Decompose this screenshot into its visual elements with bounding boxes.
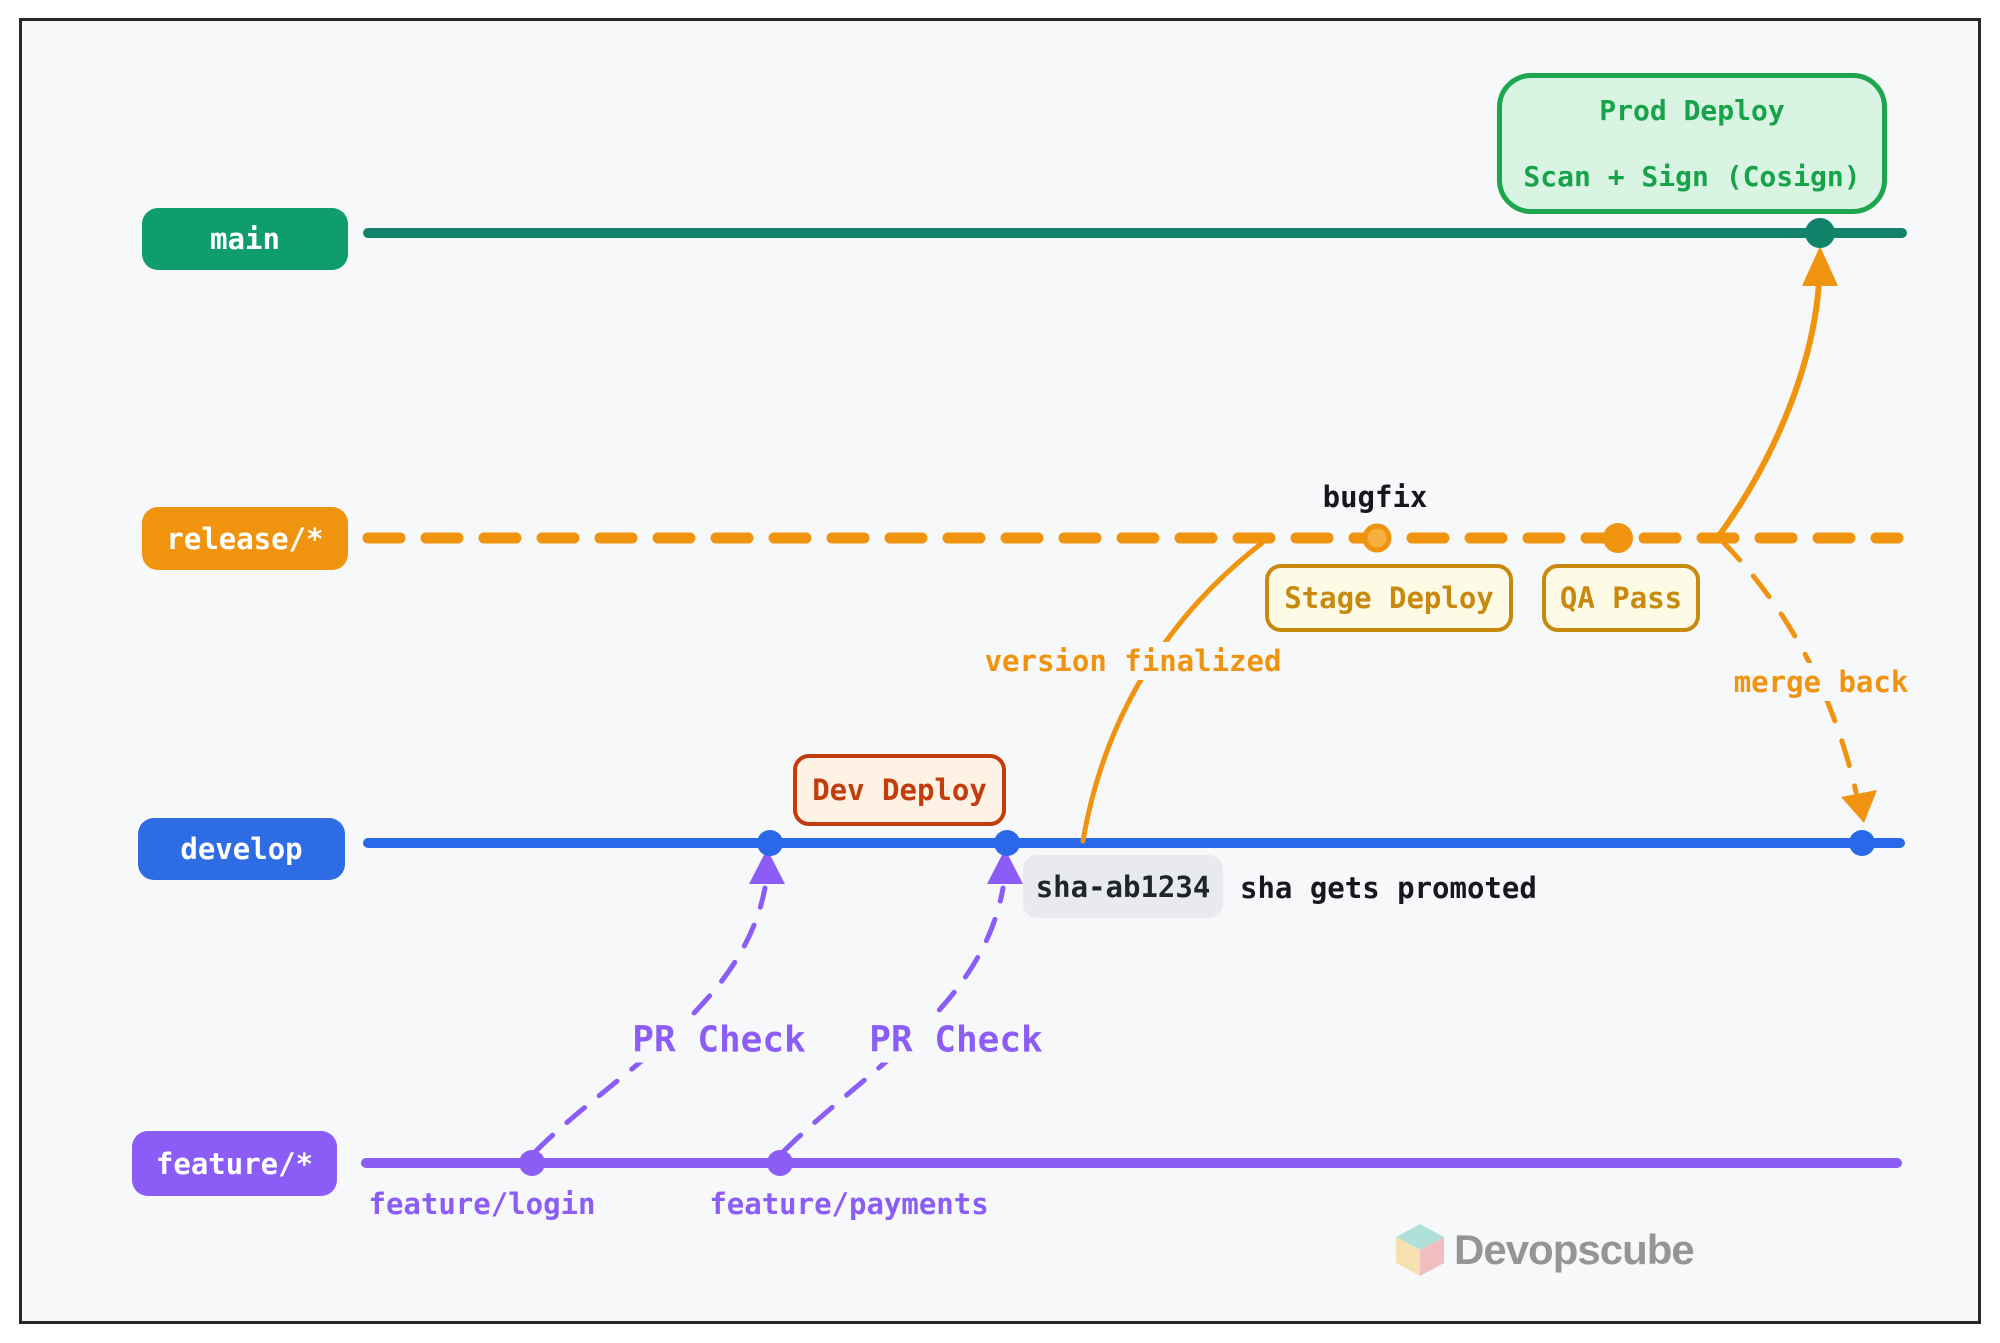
bugfix-commit-dot: [1362, 523, 1392, 553]
pr-check-arrowhead-right-icon: [987, 849, 1023, 884]
feature-login-note: feature/login: [368, 1187, 596, 1221]
pr-check-arrowhead-left-icon: [749, 849, 785, 884]
dev-deploy-badge: Dev Deploy: [793, 754, 1006, 826]
stage-deploy-text: Stage Deploy: [1284, 581, 1494, 615]
feature-payments-note: feature/payments: [709, 1187, 989, 1221]
merge-back-arrow: [1719, 538, 1859, 795]
version-finalized-note: version finalized: [976, 642, 1290, 680]
devopscube-cube-icon: [1396, 1224, 1444, 1276]
qa-commit-dot: [1603, 523, 1633, 553]
promote-to-main-arrow: [1715, 279, 1822, 540]
branch-label-develop: develop: [138, 818, 345, 880]
pr-check-note-left: PR Check: [624, 1017, 814, 1063]
qa-pass-text: QA Pass: [1559, 581, 1683, 615]
branch-label-release: release/*: [142, 507, 348, 570]
version-finalized-curve: [1080, 540, 1265, 844]
develop-commit-dot-2: [994, 830, 1020, 856]
sha-chip: sha-ab1234: [1023, 855, 1223, 918]
develop-commit-dot-1: [757, 830, 783, 856]
branch-label-release-text: release/*: [166, 521, 324, 556]
branch-label-feature-text: feature/*: [155, 1146, 314, 1181]
sha-chip-text: sha-ab1234: [1035, 869, 1211, 904]
develop-merge-back-dot: [1849, 830, 1875, 856]
merge-back-arrowhead-icon: [1841, 790, 1877, 823]
prod-deploy-line1: Prod Deploy: [1599, 94, 1785, 127]
dev-deploy-text: Dev Deploy: [812, 773, 987, 807]
branch-label-develop-text: develop: [180, 832, 303, 866]
branch-label-feature: feature/*: [132, 1131, 337, 1196]
watermark: Devopscube: [1396, 1224, 1695, 1276]
main-release-commit-dot: [1805, 218, 1835, 248]
branch-label-main: main: [142, 208, 348, 270]
bugfix-note: bugfix: [1322, 480, 1428, 514]
qa-pass-badge: QA Pass: [1542, 564, 1700, 632]
pr-check-note-right: PR Check: [861, 1017, 1051, 1063]
feature-login-dot: [519, 1150, 545, 1176]
promote-arrowhead-icon: [1802, 246, 1838, 286]
watermark-brand-text: Devopscube: [1454, 1226, 1695, 1273]
prod-deploy-box: Prod Deploy Scan + Sign (Cosign): [1497, 73, 1887, 214]
prod-deploy-line2: Scan + Sign (Cosign): [1523, 160, 1861, 193]
branch-label-main-text: main: [210, 222, 280, 256]
feature-payments-dot: [767, 1150, 793, 1176]
sha-promoted-note: sha gets promoted: [1240, 871, 1537, 905]
stage-deploy-badge: Stage Deploy: [1265, 564, 1513, 632]
merge-back-note: merge back: [1725, 663, 1917, 701]
